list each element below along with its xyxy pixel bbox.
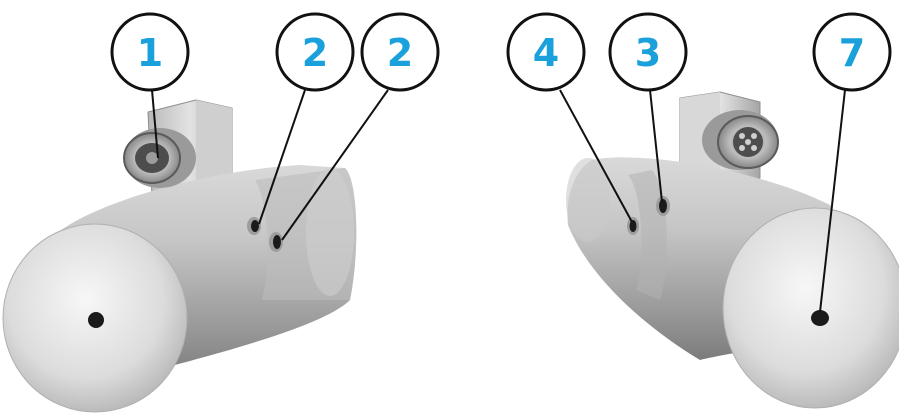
right-device: [566, 91, 899, 409]
callout-3: 3: [608, 12, 688, 203]
callout-2-lower-label: 2: [387, 31, 413, 75]
side-port-front: [656, 196, 670, 216]
left-device: [2, 99, 357, 413]
callout-3-label: 3: [635, 31, 661, 75]
callout-1-label: 1: [137, 31, 163, 75]
callout-2-upper: 2: [258, 12, 355, 225]
side-port-lower: [269, 232, 283, 252]
connector: [123, 128, 196, 188]
callout-4: 4: [506, 12, 633, 223]
callout-1: 1: [110, 12, 190, 159]
callout-2-lower: 2: [281, 12, 440, 241]
callout-7-label: 7: [839, 31, 865, 75]
end-face: [2, 223, 188, 413]
callout-4-label: 4: [533, 31, 559, 75]
end-face-right: [722, 207, 899, 409]
side-port-upper: [247, 217, 261, 235]
callout-2-upper-label: 2: [302, 31, 328, 75]
end-face-port: [88, 312, 104, 328]
side-port-rear: [627, 217, 639, 235]
connector-right: [702, 110, 779, 170]
callout-7: 7: [812, 12, 892, 313]
